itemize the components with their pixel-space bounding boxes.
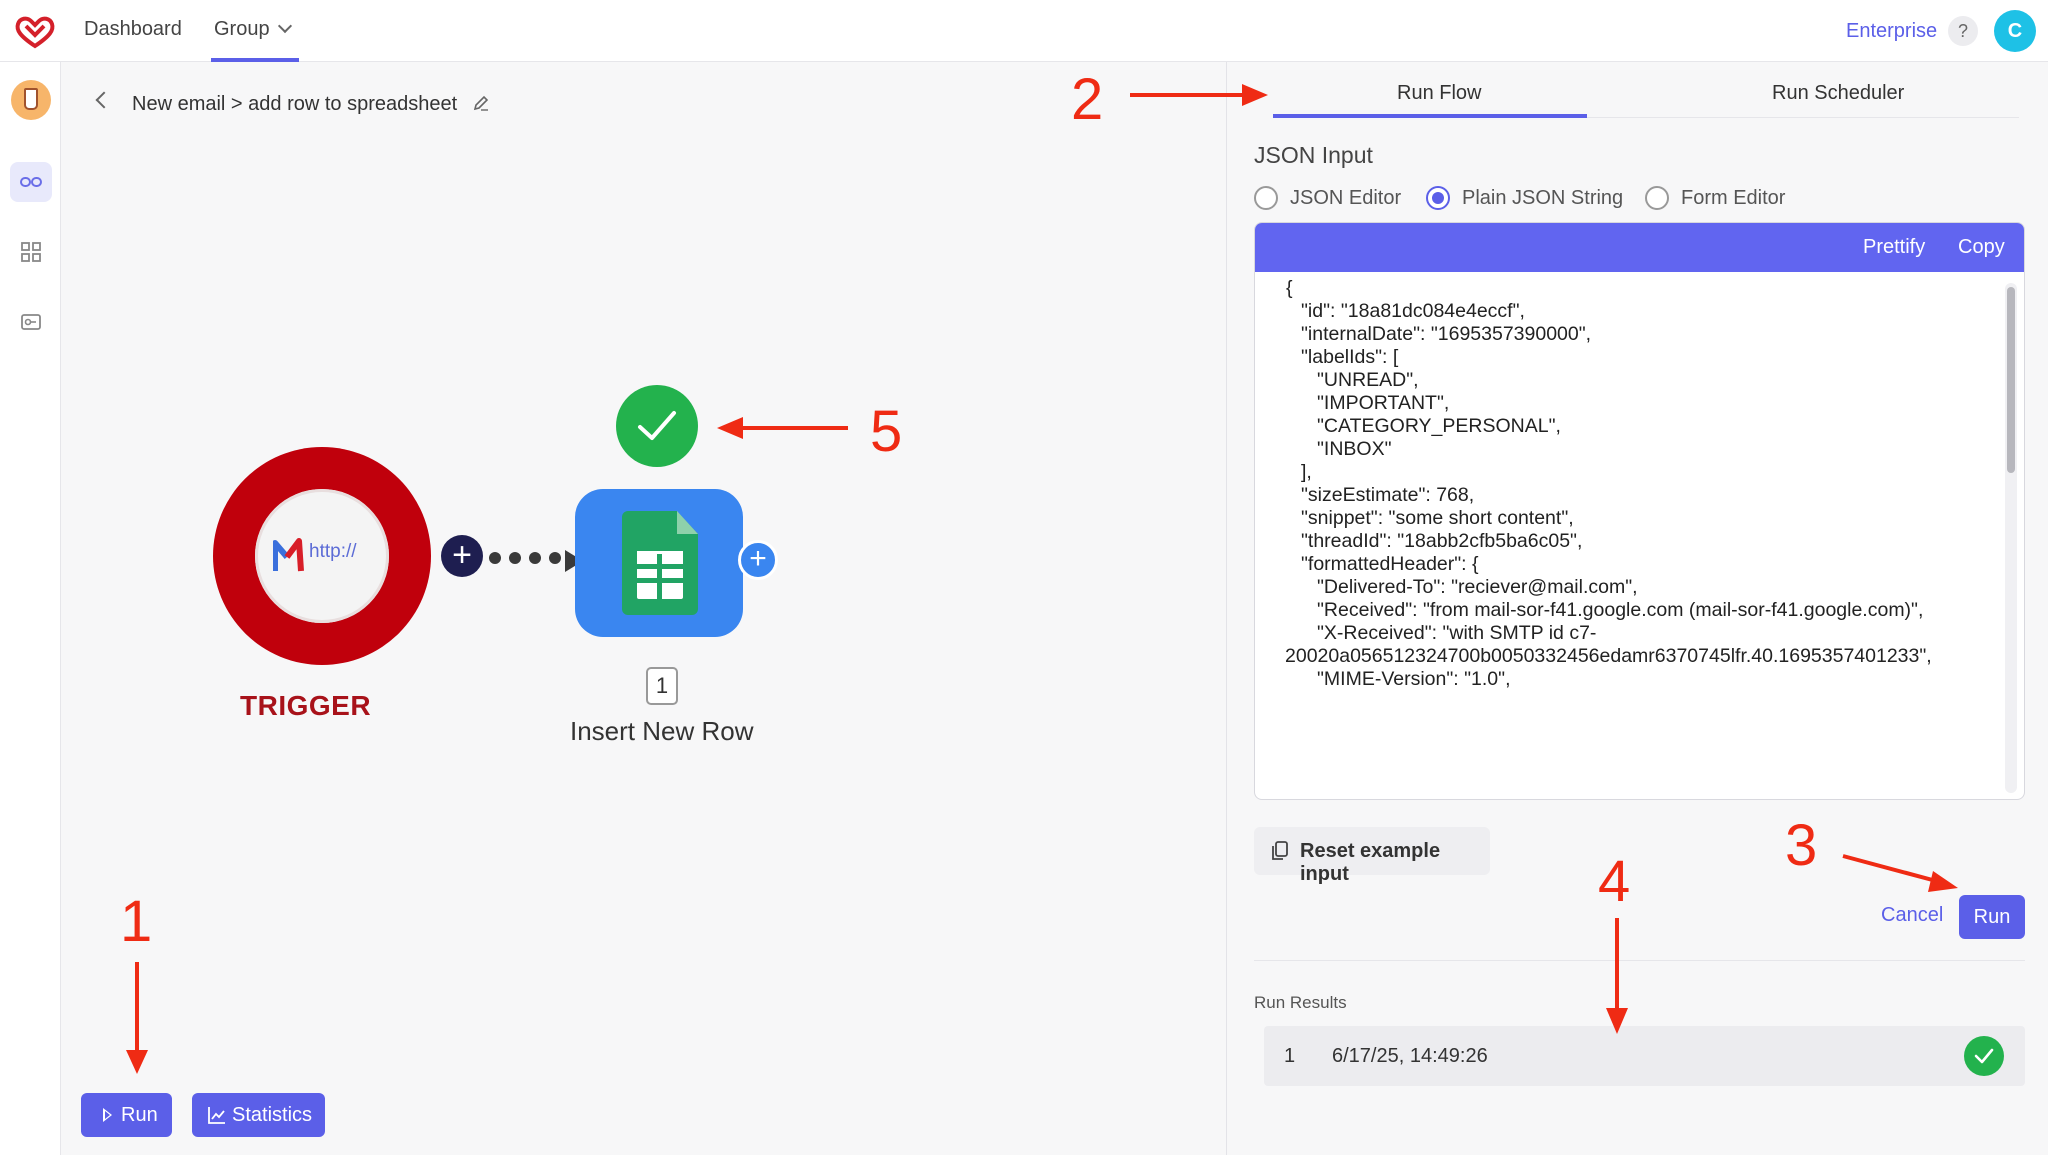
run-results-title: Run Results bbox=[1254, 993, 1347, 1012]
code-line: 20020a056512324700b0050332456edamr637074… bbox=[1285, 645, 1932, 667]
sidebar-item-flows[interactable] bbox=[10, 162, 52, 202]
radio-label: JSON Editor bbox=[1290, 187, 1402, 209]
code-line: "sizeEstimate": 768, bbox=[1301, 484, 1475, 506]
radio-circle bbox=[1426, 186, 1450, 210]
code-line: "Delivered-To": "reciever@mail.com", bbox=[1317, 576, 1638, 598]
annotation-number-5: 5 bbox=[870, 399, 903, 464]
tab-run-scheduler[interactable]: Run Scheduler bbox=[1772, 82, 1905, 104]
scrollbar-thumb[interactable] bbox=[2007, 287, 2015, 473]
copy-document-icon bbox=[1272, 841, 1288, 860]
reset-example-input-button[interactable]: Reset example input bbox=[1254, 827, 1490, 885]
result-timestamp: 6/17/25, 14:49:26 bbox=[1332, 1045, 1488, 1067]
radio-label: Plain JSON String bbox=[1462, 187, 1624, 209]
nav-group-label: Group bbox=[214, 18, 270, 40]
copy-button[interactable]: Copy bbox=[1958, 236, 2005, 258]
statistics-button[interactable]: Statistics bbox=[192, 1093, 325, 1137]
code-line: ], bbox=[1301, 461, 1312, 483]
edit-pencil-icon[interactable] bbox=[472, 94, 490, 112]
trigger-label: TRIGGER bbox=[240, 690, 372, 721]
back-chevron-icon[interactable] bbox=[95, 91, 113, 109]
add-next-step-button[interactable]: + bbox=[738, 540, 778, 580]
step-success-check-icon bbox=[616, 385, 698, 467]
coffee-cup-icon bbox=[24, 88, 38, 110]
tab-divider bbox=[1273, 117, 2019, 118]
code-line: "formattedHeader": { bbox=[1301, 553, 1479, 575]
nav-active-indicator bbox=[211, 58, 299, 62]
code-line: "X-Received": "with SMTP id c7- bbox=[1317, 622, 1597, 644]
sheets-fold-icon bbox=[677, 511, 698, 534]
run-label: Run bbox=[121, 1104, 158, 1126]
code-line: "INBOX" bbox=[1317, 438, 1392, 460]
connector-dot bbox=[529, 552, 541, 564]
section-divider bbox=[1254, 960, 2025, 961]
prettify-button[interactable]: Prettify bbox=[1863, 236, 1926, 258]
tab-run-flow[interactable]: Run Flow bbox=[1397, 82, 1482, 104]
connector-dot bbox=[549, 552, 561, 564]
step-label: Insert New Row bbox=[570, 716, 754, 746]
nav-dashboard[interactable]: Dashboard bbox=[84, 18, 182, 40]
run-panel: Run Flow Run Scheduler JSON Input JSON E… bbox=[1226, 62, 2048, 1155]
radio-label: Form Editor bbox=[1681, 187, 1786, 209]
run-result-row[interactable]: 1 6/17/25, 14:49:26 bbox=[1264, 1026, 2025, 1086]
active-tab-indicator bbox=[1273, 114, 1587, 118]
code-line: "id": "18a81dc084e4eccf", bbox=[1301, 300, 1525, 322]
radio-circle bbox=[1645, 186, 1669, 210]
annotation-number-3: 3 bbox=[1785, 813, 1818, 878]
code-line: { bbox=[1286, 277, 1293, 299]
gmail-logo-icon bbox=[273, 538, 304, 572]
left-sidebar bbox=[0, 62, 61, 1155]
json-editor[interactable]: Prettify Copy { "id": "18a81dc084e4eccf"… bbox=[1254, 222, 2025, 800]
editor-toolbar: Prettify Copy bbox=[1255, 223, 2024, 272]
step-number-badge: 1 bbox=[646, 667, 678, 705]
code-line: "MIME-Version": "1.0", bbox=[1317, 668, 1511, 690]
key-icon bbox=[21, 314, 41, 330]
play-icon bbox=[103, 1108, 112, 1122]
annotation-number-4: 4 bbox=[1598, 849, 1631, 914]
grid-icon bbox=[21, 242, 41, 262]
help-button[interactable]: ? bbox=[1948, 16, 1978, 46]
reset-label: Reset example input bbox=[1300, 840, 1441, 885]
sheets-grid-icon bbox=[637, 551, 683, 599]
sidebar-item-apps[interactable] bbox=[10, 232, 52, 272]
run-flow-button[interactable]: Run bbox=[81, 1093, 172, 1137]
flow-title-breadcrumb: New email > add row to spreadsheet bbox=[132, 93, 458, 115]
sidebar-item-credentials[interactable] bbox=[10, 302, 52, 342]
google-sheets-step-node[interactable] bbox=[575, 489, 743, 637]
code-line: "UNREAD", bbox=[1317, 369, 1419, 391]
code-line: "labelIds": [ bbox=[1301, 346, 1399, 368]
trigger-node[interactable]: http:// bbox=[213, 447, 431, 665]
chevron-down-icon bbox=[277, 18, 292, 34]
code-line: "CATEGORY_PERSONAL", bbox=[1317, 415, 1561, 437]
app-logo-icon[interactable] bbox=[12, 12, 58, 52]
run-button[interactable]: Run bbox=[1959, 895, 2025, 939]
radio-circle bbox=[1254, 186, 1278, 210]
chart-line-icon bbox=[208, 1107, 225, 1124]
connector-dot bbox=[509, 552, 521, 564]
result-index: 1 bbox=[1284, 1045, 1296, 1067]
code-line: "internalDate": "1695357390000", bbox=[1301, 323, 1592, 345]
editor-scrollbar[interactable] bbox=[2005, 283, 2017, 793]
annotation-number-2: 2 bbox=[1071, 67, 1104, 132]
user-avatar[interactable]: C bbox=[1994, 10, 2036, 52]
trigger-icon-container: http:// bbox=[255, 489, 389, 623]
code-line: "IMPORTANT", bbox=[1317, 392, 1450, 414]
top-bar: Dashboard Group Enterprise ? C bbox=[0, 0, 2048, 62]
code-line: "snippet": "some short content", bbox=[1301, 507, 1574, 529]
annotation-number-1: 1 bbox=[120, 889, 153, 954]
flow-link-icon bbox=[20, 177, 42, 187]
add-step-button[interactable]: + bbox=[441, 535, 483, 577]
success-check-icon bbox=[1964, 1036, 2004, 1076]
json-code-area[interactable]: { "id": "18a81dc084e4eccf", "internalDat… bbox=[1255, 273, 2000, 799]
connector-dot bbox=[489, 552, 501, 564]
workspace-avatar[interactable] bbox=[11, 80, 51, 120]
code-line: "Received": "from mail-sor-f41.google.co… bbox=[1317, 599, 1924, 621]
json-input-title: JSON Input bbox=[1254, 142, 1373, 168]
statistics-label: Statistics bbox=[232, 1104, 313, 1126]
enterprise-link[interactable]: Enterprise bbox=[1846, 20, 1938, 42]
http-label: http:// bbox=[309, 541, 357, 562]
cancel-button[interactable]: Cancel bbox=[1881, 904, 1944, 926]
code-line: "threadId": "18abb2cfb5ba6c05", bbox=[1301, 530, 1583, 552]
nav-group[interactable]: Group bbox=[214, 18, 292, 41]
